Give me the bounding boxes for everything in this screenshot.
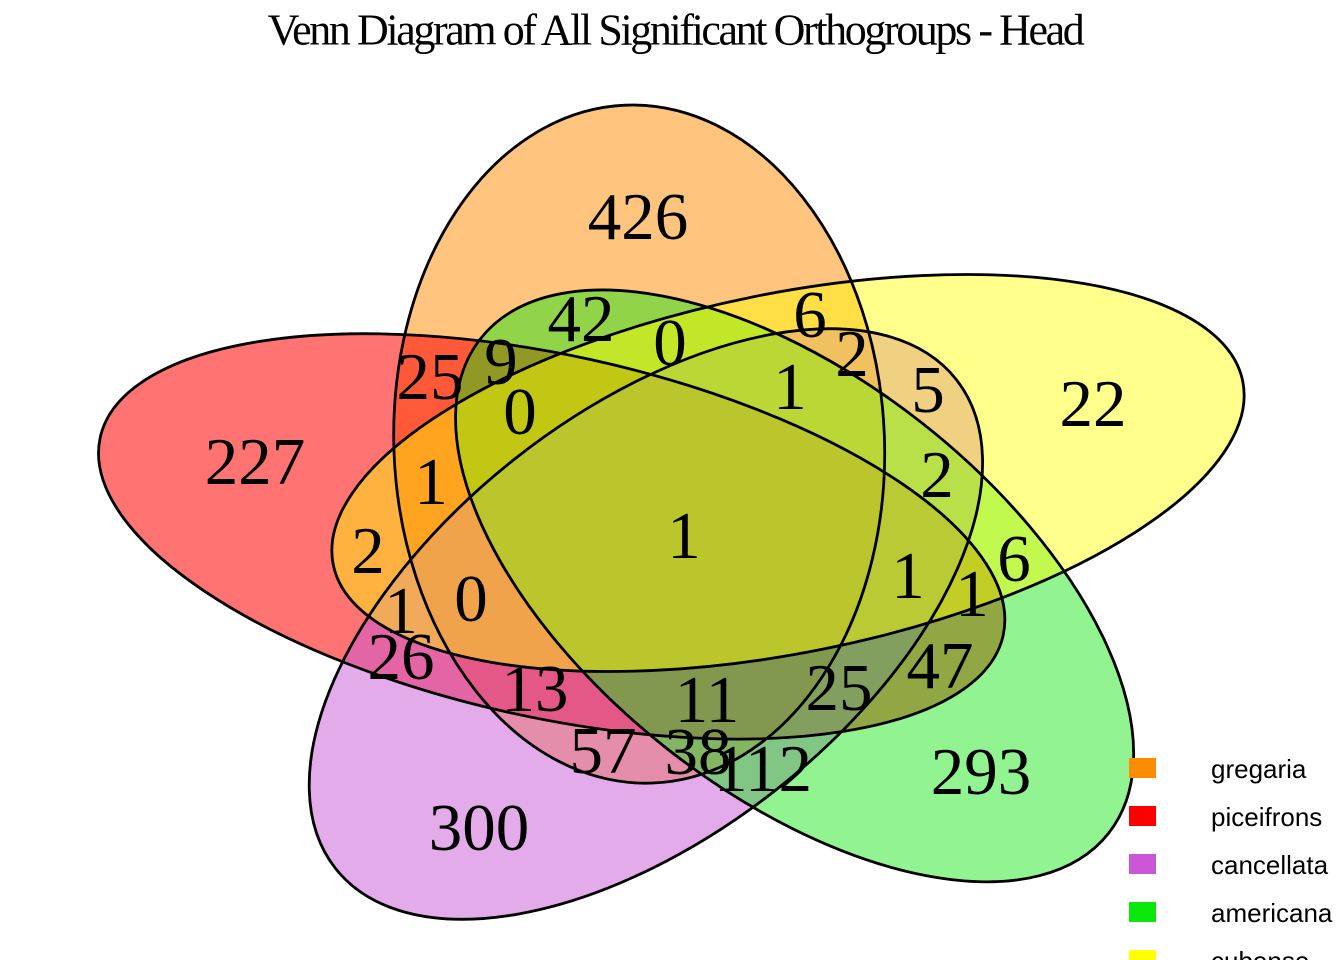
svg-text:1: 1 <box>773 350 807 424</box>
svg-text:9: 9 <box>484 325 518 399</box>
svg-text:Venn Diagram of All Significan: Venn Diagram of All Significant Orthogro… <box>268 6 1085 55</box>
svg-text:22: 22 <box>1060 367 1127 441</box>
svg-text:26: 26 <box>368 620 435 694</box>
svg-text:gregaria: gregaria <box>1211 754 1307 784</box>
svg-text:426: 426 <box>588 180 689 254</box>
svg-text:cancellata: cancellata <box>1211 850 1329 880</box>
svg-text:piceifrons: piceifrons <box>1211 802 1322 832</box>
svg-text:5: 5 <box>911 353 945 427</box>
svg-text:2: 2 <box>920 438 954 512</box>
svg-text:americana: americana <box>1211 898 1333 928</box>
svg-text:25: 25 <box>806 651 873 725</box>
svg-text:300: 300 <box>429 791 530 865</box>
svg-text:6: 6 <box>793 278 827 352</box>
svg-text:cubense: cubense <box>1211 946 1309 960</box>
svg-text:2: 2 <box>835 317 869 391</box>
svg-text:1: 1 <box>891 539 925 613</box>
svg-text:6: 6 <box>997 522 1031 596</box>
svg-text:1: 1 <box>667 499 701 573</box>
svg-text:0: 0 <box>503 375 537 449</box>
svg-text:227: 227 <box>205 425 306 499</box>
svg-text:42: 42 <box>548 282 615 356</box>
svg-text:0: 0 <box>454 562 488 636</box>
svg-text:57: 57 <box>570 714 637 788</box>
svg-text:1: 1 <box>414 445 448 519</box>
svg-text:2: 2 <box>351 514 385 588</box>
svg-text:1: 1 <box>955 557 989 631</box>
svg-text:11: 11 <box>675 663 740 737</box>
svg-text:1: 1 <box>384 574 418 648</box>
svg-text:13: 13 <box>502 652 569 726</box>
svg-text:47: 47 <box>907 629 974 703</box>
svg-text:38: 38 <box>665 715 732 789</box>
svg-text:112: 112 <box>714 732 812 806</box>
svg-text:0: 0 <box>653 306 687 380</box>
svg-text:293: 293 <box>931 735 1032 809</box>
svg-text:25: 25 <box>397 340 464 414</box>
